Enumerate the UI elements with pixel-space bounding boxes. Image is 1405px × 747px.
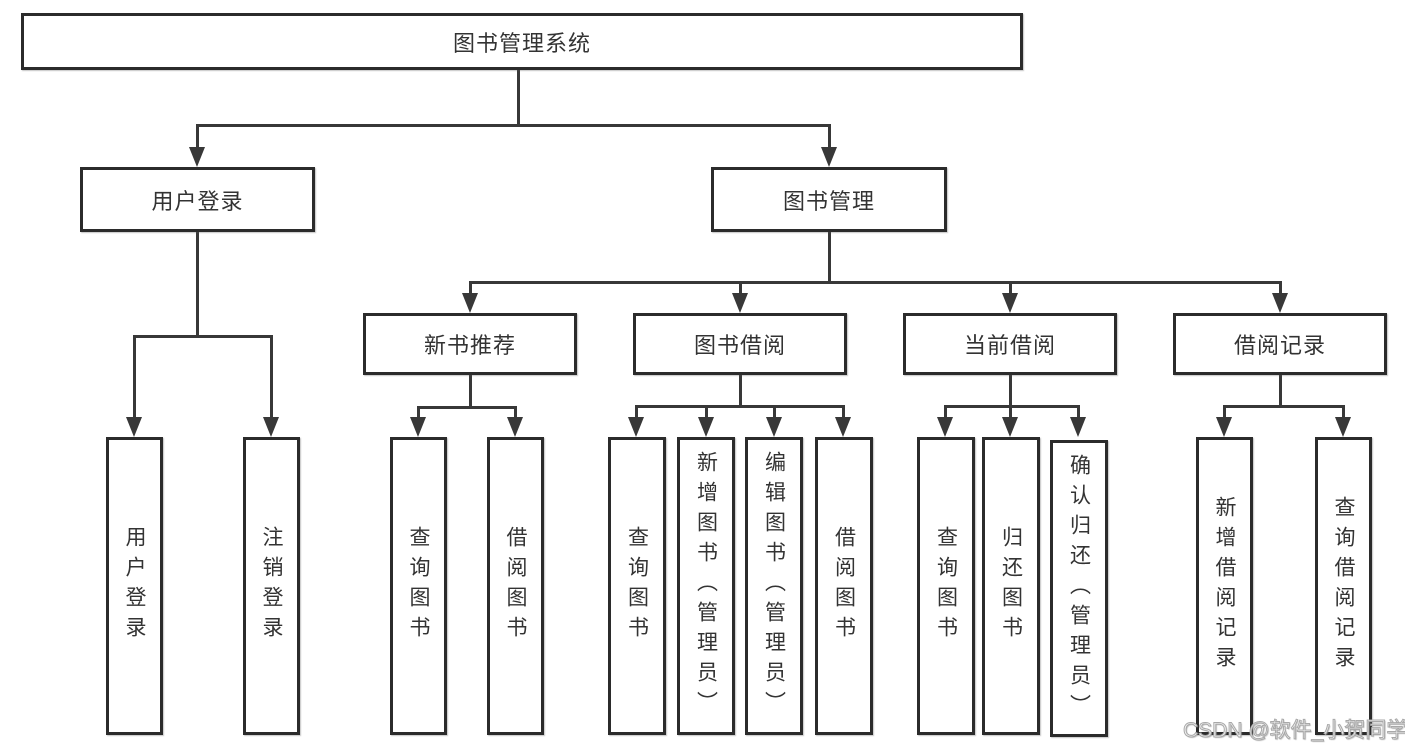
connector-drop-level3	[469, 281, 472, 297]
node-label: 用户登录	[151, 188, 244, 214]
node-book-management: 图书管理	[711, 167, 947, 232]
arrow-down-icon	[1070, 417, 1086, 437]
connector-root-trunk	[517, 70, 520, 124]
node-label: 新增借阅记录	[1213, 496, 1236, 676]
connector-user-login-trunk	[196, 232, 199, 338]
arrow-down-icon	[410, 417, 426, 437]
connector-drop-leaf	[1223, 405, 1226, 419]
connector-drop-leaf	[1009, 405, 1012, 419]
arrow-down-icon	[263, 417, 279, 437]
leaf-confirm-return-admin: 确认归还（管理员）	[1050, 440, 1108, 737]
node-label: 当前借阅	[963, 333, 1056, 358]
connector-drop-leaf	[842, 405, 845, 419]
leaf-edit-books-admin: 编辑图书（管理员）	[745, 437, 803, 735]
connector-drop-level3	[1009, 281, 1012, 297]
connector-drop-user-login	[196, 124, 199, 150]
node-label: 新增图书（管理员）	[694, 451, 718, 721]
leaf-query-books: 查询图书	[917, 437, 975, 735]
arrow-down-icon	[732, 293, 748, 313]
connector-drop-leaf	[417, 406, 420, 419]
connector-drop-leaf	[1077, 405, 1080, 419]
node-label: 新书推荐	[423, 333, 516, 358]
node-label: 查询图书	[934, 526, 958, 646]
leaf-borrow-books: 借阅图书	[815, 437, 873, 735]
connector-drop-leaf	[270, 335, 273, 419]
connector-drop-leaf	[773, 405, 776, 419]
connector-new-book-trunk	[469, 375, 472, 409]
arrow-down-icon	[1272, 293, 1288, 313]
leaf-user-login: 用户登录	[106, 437, 163, 735]
node-borrow-records: 借阅记录	[1173, 313, 1387, 375]
node-label: 图书管理系统	[452, 30, 591, 56]
node-current-borrow: 当前借阅	[903, 313, 1117, 375]
node-label: 注销登录	[260, 526, 283, 646]
node-user-login: 用户登录	[80, 167, 315, 232]
connector-drop-leaf	[514, 406, 517, 419]
arrow-down-icon	[937, 417, 953, 437]
connector-rail-new-book	[417, 406, 517, 409]
node-label: 借阅图书	[504, 526, 527, 646]
arrow-down-icon	[698, 417, 714, 437]
leaf-logout: 注销登录	[243, 437, 300, 735]
node-label: 查询借阅记录	[1332, 496, 1355, 676]
arrow-down-icon	[507, 417, 523, 437]
connector-rail-level3	[469, 281, 1282, 284]
connector-drop-leaf	[133, 335, 136, 419]
node-label: 借阅图书	[832, 526, 856, 646]
node-book-borrow: 图书借阅	[633, 313, 847, 375]
leaf-query-books: 查询图书	[608, 437, 666, 735]
connector-drop-leaf	[944, 405, 947, 419]
connector-drop-leaf	[635, 405, 638, 419]
node-label: 查询图书	[407, 526, 430, 646]
arrow-down-icon	[126, 417, 142, 437]
node-label: 图书管理	[782, 188, 875, 214]
node-label: 查询图书	[625, 526, 649, 646]
arrow-down-icon	[1002, 417, 1018, 437]
leaf-query-borrow-record: 查询借阅记录	[1315, 437, 1372, 735]
arrow-down-icon	[189, 147, 205, 167]
node-label: 借阅记录	[1233, 333, 1326, 358]
connector-drop-leaf	[705, 405, 708, 419]
leaf-query-books: 查询图书	[390, 437, 447, 735]
connector-drop-level3	[739, 281, 742, 297]
node-label: 图书借阅	[693, 333, 786, 358]
node-label: 归还图书	[999, 526, 1023, 646]
arrow-down-icon	[628, 417, 644, 437]
connector-drop-level3	[1279, 281, 1282, 297]
connector-rail-current-borrow	[944, 405, 1080, 408]
connector-rail-level2	[196, 124, 831, 127]
arrow-down-icon	[1216, 417, 1232, 437]
leaf-add-borrow-record: 新增借阅记录	[1196, 437, 1253, 735]
connector-drop-leaf	[1342, 405, 1345, 419]
node-label: 用户登录	[123, 526, 146, 646]
node-library-management-system: 图书管理系统	[21, 13, 1023, 70]
connector-rail-borrow-records	[1223, 405, 1345, 408]
arrow-down-icon	[766, 417, 782, 437]
connector-drop-book-management	[828, 124, 831, 150]
arrow-down-icon	[1002, 293, 1018, 313]
connector-rail-book-borrow	[635, 405, 845, 408]
connector-rail-user-login	[133, 335, 273, 338]
arrow-down-icon	[462, 293, 478, 313]
connector-borrow-records-trunk	[1279, 375, 1282, 408]
leaf-add-books-admin: 新增图书（管理员）	[677, 437, 735, 735]
connector-book-borrow-trunk	[739, 375, 742, 408]
node-label: 确认归还（管理员）	[1067, 453, 1091, 724]
node-new-book-recommend: 新书推荐	[363, 313, 577, 375]
leaf-borrow-books: 借阅图书	[487, 437, 544, 735]
arrow-down-icon	[821, 147, 837, 167]
csdn-watermark: CSDN @软件_小贺同学	[1182, 719, 1405, 743]
arrow-down-icon	[1335, 417, 1351, 437]
arrow-down-icon	[835, 417, 851, 437]
node-label: 编辑图书（管理员）	[762, 451, 786, 721]
connector-book-management-trunk	[828, 232, 831, 284]
leaf-return-books: 归还图书	[982, 437, 1040, 735]
connector-current-borrow-trunk	[1009, 375, 1012, 408]
